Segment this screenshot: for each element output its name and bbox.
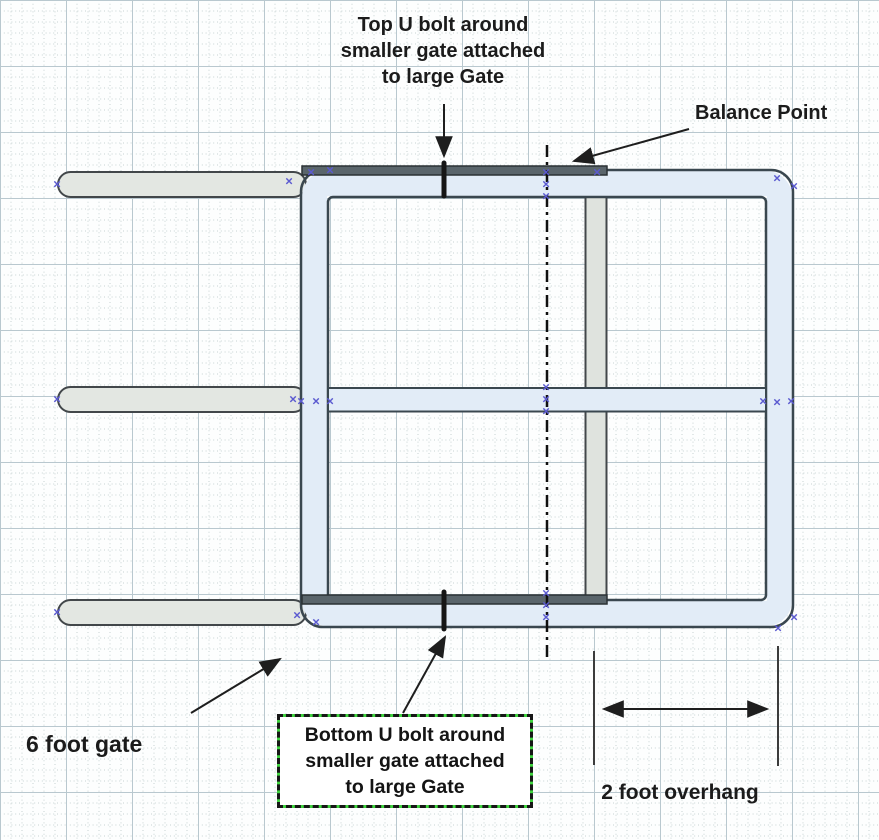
connection-x-icon: × <box>289 392 297 407</box>
small-gate-rail-middle <box>57 386 307 413</box>
connection-x-icon: × <box>307 165 315 180</box>
balance-point-arrow <box>571 128 690 165</box>
connection-x-icon: × <box>312 615 320 630</box>
callout-arrows <box>190 104 690 714</box>
connection-x-icon: × <box>53 177 61 192</box>
connection-x-icon: × <box>593 165 601 180</box>
label-two-foot-overhang: 2 foot overhang <box>601 781 759 804</box>
connection-x-icon: × <box>53 605 61 620</box>
small-gate-rail-bottom <box>57 599 307 626</box>
small-gate-rail-top <box>57 171 307 198</box>
bottom-u-bolt-arrow <box>402 635 447 714</box>
label-six-foot-gate: 6 foot gate <box>26 731 143 757</box>
small-gate-overlap-bottom <box>301 594 608 605</box>
connection-x-icon: × <box>326 394 334 409</box>
overhang-dimension <box>593 646 779 766</box>
connection-x-icon: × <box>790 179 798 194</box>
connection-x-icon: × <box>542 177 550 192</box>
connection-x-icon: × <box>774 621 782 636</box>
label-balance-point: Balance Point <box>695 102 828 124</box>
connection-x-icon: × <box>542 392 550 407</box>
connection-x-icon: × <box>542 404 550 419</box>
label-bottom-u-bolt: Bottom U bolt around smaller gate attach… <box>304 724 506 798</box>
connection-x-icon: × <box>787 394 795 409</box>
small-gate-overlap-rails <box>301 165 608 605</box>
connection-x-icon: × <box>790 610 798 625</box>
connection-x-icon: × <box>542 165 550 180</box>
connection-x-icon: × <box>542 610 550 625</box>
connection-x-icon: × <box>293 608 301 623</box>
connection-x-icon: × <box>285 174 293 189</box>
connection-x-icon: × <box>773 171 781 186</box>
small-gate-overlap-top <box>301 165 608 176</box>
connection-x-icon: × <box>542 598 550 613</box>
connection-markers: ××××××××××××××××××××××××××××× <box>53 163 798 636</box>
connection-x-icon: × <box>53 392 61 407</box>
connection-x-icon: × <box>773 395 781 410</box>
connection-x-icon: × <box>312 394 320 409</box>
bottom-u-bolt-callout-box: Bottom U bolt around smaller gate attach… <box>277 714 533 808</box>
connection-x-icon: × <box>542 586 550 601</box>
connection-x-icon: × <box>542 380 550 395</box>
connection-x-icon: × <box>326 163 334 178</box>
connection-x-icon: × <box>759 394 767 409</box>
six-foot-gate-arrow <box>190 657 282 714</box>
connection-x-icon: × <box>297 394 305 409</box>
label-top-u-bolt: Top U bolt around smaller gate attached … <box>340 14 546 88</box>
connection-x-icon: × <box>542 189 550 204</box>
